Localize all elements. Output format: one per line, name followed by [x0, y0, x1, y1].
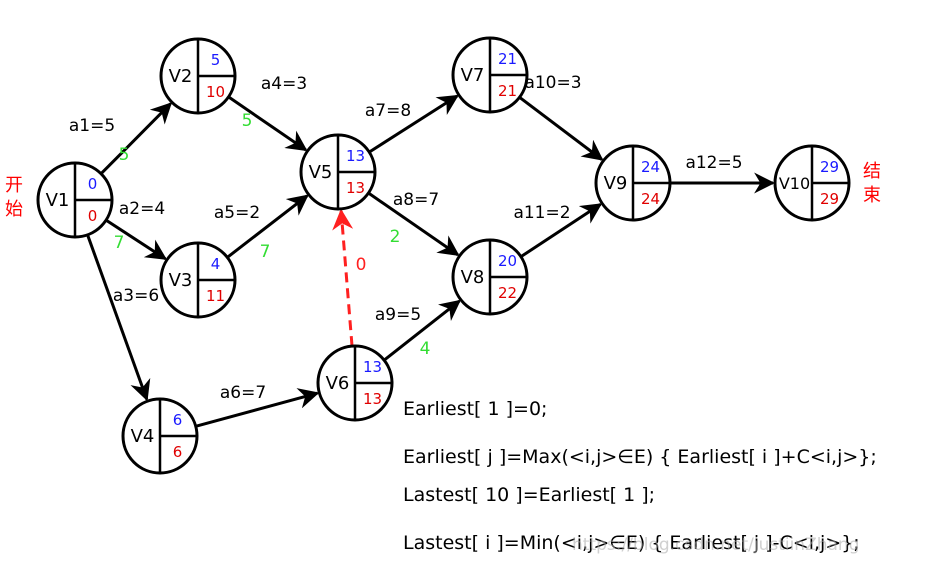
node-v9-name: V9 [604, 173, 628, 194]
node-v3: V3 4 11 [159, 241, 237, 319]
edge-a12-label: a12=5 [685, 153, 742, 173]
edge-a11-arrow [520, 203, 603, 258]
edge-a1-arrow [99, 102, 173, 175]
node-v10-name: V10 [779, 174, 810, 193]
node-v2-earliest: 5 [211, 51, 221, 69]
node-v6-earliest: 13 [363, 358, 382, 376]
edge-a8-label: a8=7 [393, 190, 439, 210]
formula-latest-recurrence: Lastest[ i ]=Min(<i,j>∈E) { Earliest[ j … [403, 532, 860, 554]
start-label-char-2: 始 [5, 199, 23, 220]
node-v4-name: V4 [131, 426, 155, 447]
start-label-char-1: 开 [5, 175, 23, 196]
node-v7-name: V7 [461, 65, 485, 86]
node-v9-latest: 24 [641, 190, 660, 208]
watermark-text: https://blog.csdn.net/justiinZhang [572, 535, 860, 555]
edge-a3-label: a3=6 [113, 286, 159, 306]
edge-a7-arrow [368, 94, 459, 154]
edge-a10-arrow [518, 96, 604, 161]
node-v3-latest: 11 [206, 287, 225, 305]
node-v3-name: V3 [169, 270, 193, 291]
node-v3-earliest: 4 [211, 255, 221, 273]
edge-a5-weight: 7 [260, 242, 271, 262]
edge-a1-weight: 5 [119, 145, 130, 165]
start-label: 开 始 [3, 174, 25, 222]
node-v5-name: V5 [309, 162, 333, 183]
edge-a6-label: a6=7 [220, 383, 266, 403]
edge-a9-arrow [383, 299, 461, 362]
node-v5: V5 13 13 [299, 133, 377, 211]
node-v10-latest: 29 [820, 190, 839, 208]
edge-a2-label: a2=4 [119, 199, 165, 219]
edges-layer: a1=55a2=47a3=6a4=35a5=27a6=7a7=8a8=72a9=… [69, 73, 776, 428]
node-v8-name: V8 [461, 267, 485, 288]
node-v7-earliest: 21 [498, 50, 517, 68]
edge-a7-label: a7=8 [365, 101, 411, 121]
end-label-char-2: 束 [863, 185, 881, 206]
edge-a8-arrow [367, 191, 460, 257]
end-label: 结 束 [861, 160, 883, 208]
node-v10: V10 29 29 [773, 144, 851, 222]
node-v5-latest: 13 [346, 179, 365, 197]
edge-a2-arrow [105, 218, 168, 260]
node-v4: V4 6 6 [121, 397, 199, 475]
node-v9-earliest: 24 [641, 158, 660, 176]
edge-a5-arrow [226, 194, 309, 259]
node-v7: V7 21 21 [451, 36, 529, 114]
formula-earliest-recurrence: Earliest[ j ]=Max(<i,j>∈E) { Earliest[ i… [403, 446, 877, 468]
node-v1-latest: 0 [88, 207, 98, 225]
node-v6: V6 13 13 [316, 344, 394, 422]
node-v1-name: V1 [46, 190, 70, 211]
node-v6-latest: 13 [363, 390, 382, 408]
formula-earliest-init: Earliest[ 1 ]=0; [403, 398, 548, 420]
node-v2-name: V2 [169, 66, 193, 87]
edge-virtual-arrow [332, 208, 354, 347]
nodes-layer: V100V2510V3411V466V51313V61313V72121V820… [36, 36, 851, 475]
node-v1: V1 0 0 [36, 161, 114, 239]
edge-a8-weight: 2 [390, 227, 401, 247]
edge-a1-label: a1=5 [69, 116, 115, 136]
node-v9: V9 24 24 [594, 144, 672, 222]
node-v4-latest: 6 [173, 443, 183, 461]
edge-virtual-weight: 0 [356, 255, 367, 275]
node-v8-earliest: 20 [498, 252, 517, 270]
edge-a9-weight: 4 [420, 339, 431, 359]
node-v6-name: V6 [326, 373, 350, 394]
node-v8: V8 20 22 [451, 238, 529, 316]
end-label-char-1: 结 [863, 161, 881, 182]
edge-a4-weight: 5 [242, 111, 253, 131]
edge-a11-label: a11=2 [513, 203, 570, 223]
node-v5-earliest: 13 [346, 147, 365, 165]
formula-latest-init: Lastest[ 10 ]=Earliest[ 1 ]; [403, 484, 656, 506]
node-v7-latest: 21 [498, 82, 517, 100]
edge-a4-arrow [227, 95, 308, 152]
node-v4-earliest: 6 [173, 411, 183, 429]
node-v10-earliest: 29 [820, 158, 839, 176]
edge-a9-label: a9=5 [375, 305, 421, 325]
edge-a10-label: a10=3 [524, 73, 581, 93]
edge-a5-label: a5=2 [214, 203, 260, 223]
edge-a2-weight: 7 [114, 233, 125, 253]
node-v2-latest: 10 [206, 83, 225, 101]
node-v8-latest: 22 [498, 284, 517, 302]
edge-a3-arrow [86, 234, 151, 402]
node-v1-earliest: 0 [88, 175, 98, 193]
edge-a6-arrow [195, 388, 320, 428]
node-v2: V2 5 10 [159, 37, 237, 115]
edge-a4-label: a4=3 [261, 74, 307, 94]
